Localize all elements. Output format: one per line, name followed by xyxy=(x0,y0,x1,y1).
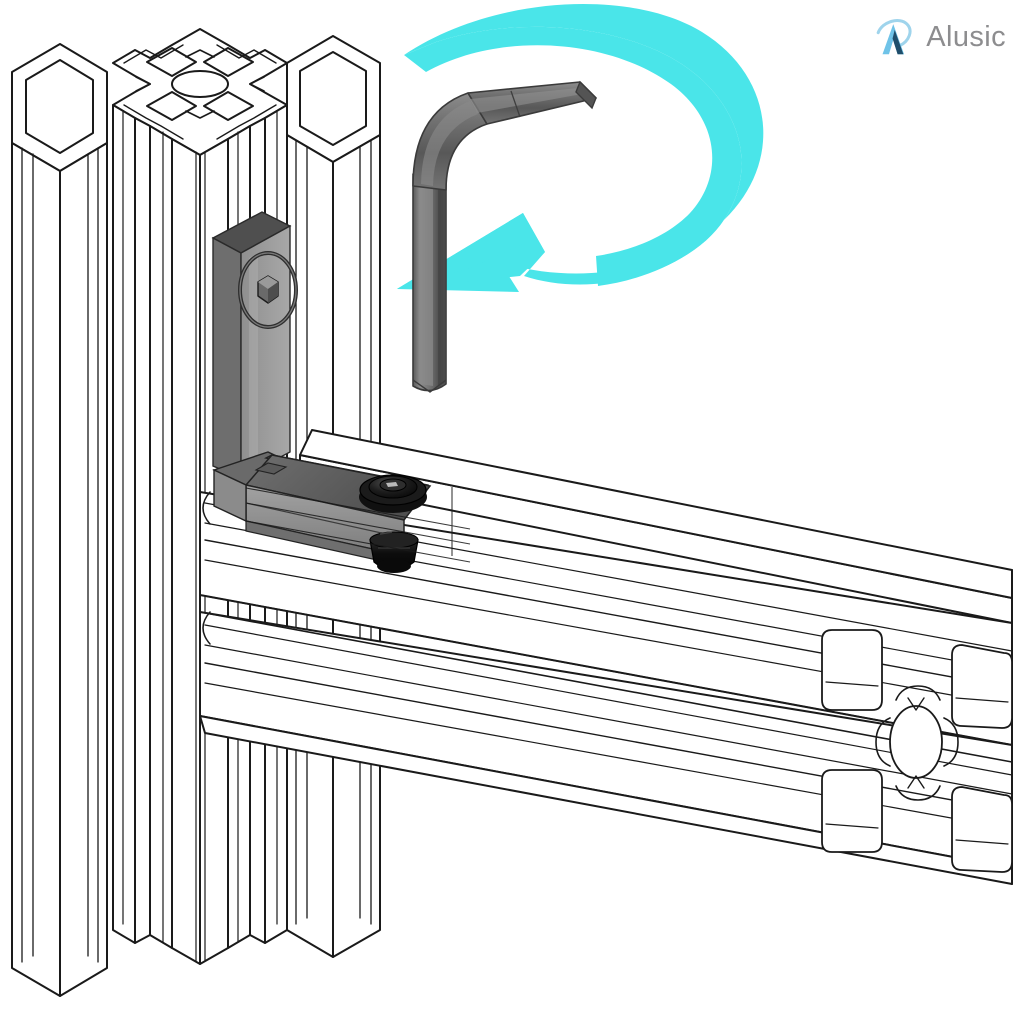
hex-socket-screw-icon xyxy=(257,275,279,304)
alusic-a-swoosh-logo-icon xyxy=(876,19,912,55)
beam-end-profile xyxy=(821,569,1013,885)
hex-key-icon xyxy=(412,80,597,393)
beam-transparency-lines xyxy=(245,487,471,563)
t-nut-icon xyxy=(369,531,419,573)
corner-connector-bracket xyxy=(212,451,432,567)
bracket-socket-screw-icon xyxy=(359,474,427,513)
brand-wordmark: Alusic xyxy=(926,20,1006,53)
post-main-top-profile xyxy=(112,28,288,156)
bracket-vertical-plate xyxy=(211,211,298,480)
extrusion-lineart xyxy=(11,28,1013,997)
post-left-fin xyxy=(11,43,108,997)
brand-logo: Alusic xyxy=(871,14,1006,60)
